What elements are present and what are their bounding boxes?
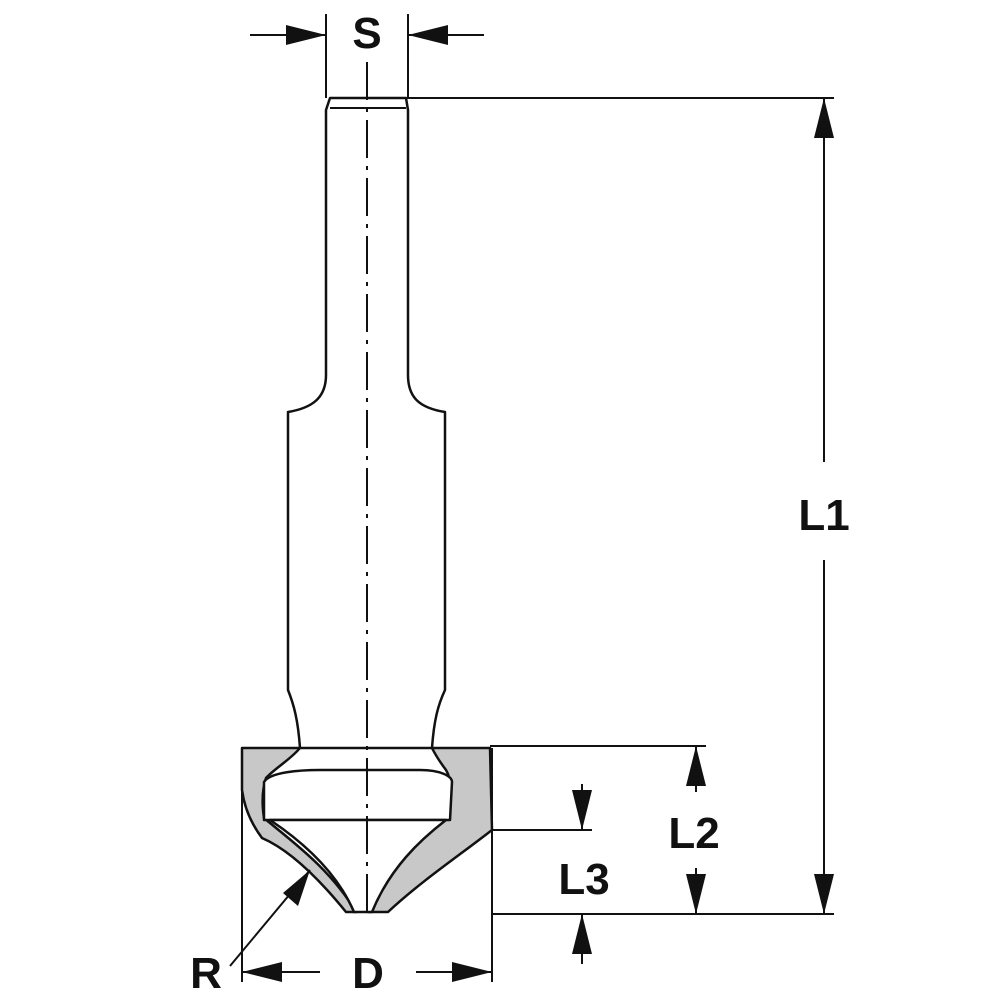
d-label: D [352,949,384,998]
l3-arrow-top [572,790,592,830]
l1-label: L1 [798,491,849,540]
s-label: S [352,9,381,58]
s-arrow-right [408,25,448,45]
r-label: R [190,949,222,998]
l1-arrow-top [814,98,834,138]
l2-label: L2 [668,809,719,858]
l2-arrow-top [686,746,706,786]
l2-arrow-bottom [686,874,706,914]
cutter-collar [262,768,454,822]
l3-arrow-bottom [572,914,592,954]
l3-label: L3 [558,855,609,904]
d-arrow-left [242,962,282,982]
s-arrow-left [286,25,326,45]
d-arrow-right [452,962,492,982]
r-arrow [283,870,310,906]
l1-arrow-bottom [814,874,834,914]
